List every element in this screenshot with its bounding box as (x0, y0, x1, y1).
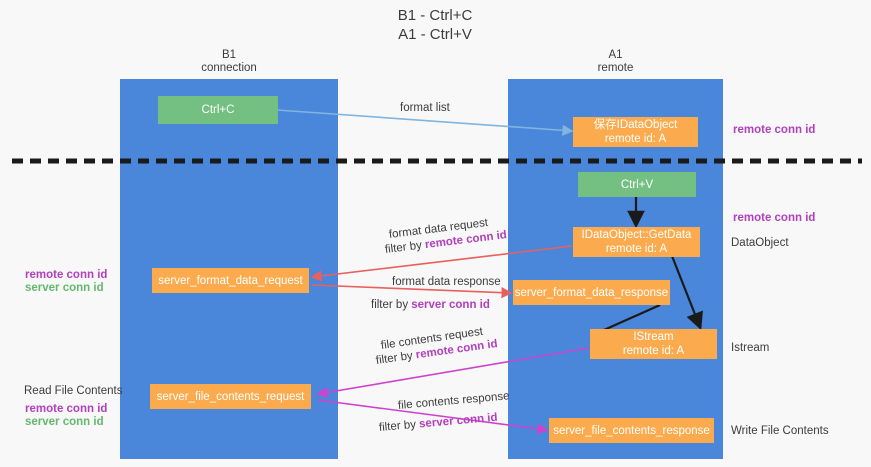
box-idataobject-getdata-line2: remote id: A (605, 243, 668, 255)
filter-prefix-3: filter by (375, 349, 417, 367)
annotation-right-write-file-contents: Write File Contents (731, 425, 829, 437)
box-save-idataobject[interactable]: 保存IDataObject remote id: A (573, 117, 698, 147)
arrow-label-format-data-response-filter: filter by server conn id (371, 298, 490, 312)
filter-prefix-2: filter by (371, 299, 412, 311)
filter-prefix-1: filter by (384, 239, 426, 256)
annotation-right-dataobject: DataObject (731, 237, 789, 249)
diagram-title-line2: A1 - Ctrl+V (398, 26, 472, 43)
annotation-left-server-conn-id-2: server conn id (25, 416, 104, 428)
box-server-file-contents-request-label: server_file_contents_request (156, 390, 305, 403)
annotation-left-remote-conn-id: remote conn id (25, 269, 108, 281)
box-save-idataobject-line2: remote id: A (604, 133, 667, 145)
filter-prefix-4: filter by (378, 418, 420, 434)
annotation-left-read-file-contents: Read File Contents (24, 385, 123, 397)
arrow-label-format-list: format list (400, 102, 450, 114)
lane-header-b1-name: B1 (221, 49, 237, 61)
box-ctrl-c-label: Ctrl+C (201, 104, 235, 116)
lane-header-b1-role: connection (201, 62, 257, 74)
lane-header-a1-role: remote (597, 62, 634, 74)
filter-key-server-conn-id-1: server conn id (411, 299, 490, 311)
lane-header-a1-name: A1 (608, 49, 623, 61)
annotation-right-remote-conn-id-mid: remote conn id (733, 212, 816, 224)
box-ctrl-c[interactable]: Ctrl+C (158, 96, 278, 124)
box-server-format-data-response-label: server_format_data_response (514, 286, 669, 299)
annotation-left-remote-conn-id-2: remote conn id (25, 403, 108, 415)
box-server-format-data-request-label: server_format_data_request (158, 274, 303, 287)
lane-header-b1: B1 connection (120, 49, 338, 75)
box-server-format-data-response[interactable]: server_format_data_response (513, 280, 670, 305)
box-istream-line2: remote id: A (622, 345, 685, 357)
box-ctrl-v-label: Ctrl+V (620, 178, 654, 191)
box-server-file-contents-response[interactable]: server_file_contents_response (549, 418, 714, 443)
arrow-label-file-contents-response-filter: filter by server conn id (378, 411, 498, 435)
annotation-left-server-conn-id: server conn id (25, 282, 104, 294)
diagram-title-line1: B1 - Ctrl+C (397, 7, 473, 24)
box-idataobject-getdata[interactable]: IDataObject::GetData remote id: A (573, 227, 700, 257)
diagram-title: B1 - Ctrl+C A1 - Ctrl+V (335, 6, 535, 44)
box-idataobject-getdata-line1: IDataObject::GetData (581, 229, 692, 241)
box-istream-line1: IStream (633, 331, 674, 343)
annotation-right-istream: Istream (731, 342, 770, 354)
box-save-idataobject-line1: 保存IDataObject (593, 119, 678, 131)
box-ctrl-v[interactable]: Ctrl+V (578, 172, 696, 197)
filter-key-server-conn-id-2: server conn id (418, 411, 498, 431)
arrow-label-format-data-response: format data response (392, 276, 501, 288)
box-server-format-data-request[interactable]: server_format_data_request (152, 268, 309, 293)
box-istream[interactable]: IStream remote id: A (590, 329, 717, 359)
annotation-right-remote-conn-id-top: remote conn id (733, 124, 816, 136)
box-server-file-contents-response-label: server_file_contents_response (553, 424, 710, 437)
box-server-file-contents-request[interactable]: server_file_contents_request (150, 384, 311, 409)
arrow-label-file-contents-response: file contents response (397, 390, 510, 412)
lane-header-a1: A1 remote (508, 49, 723, 75)
